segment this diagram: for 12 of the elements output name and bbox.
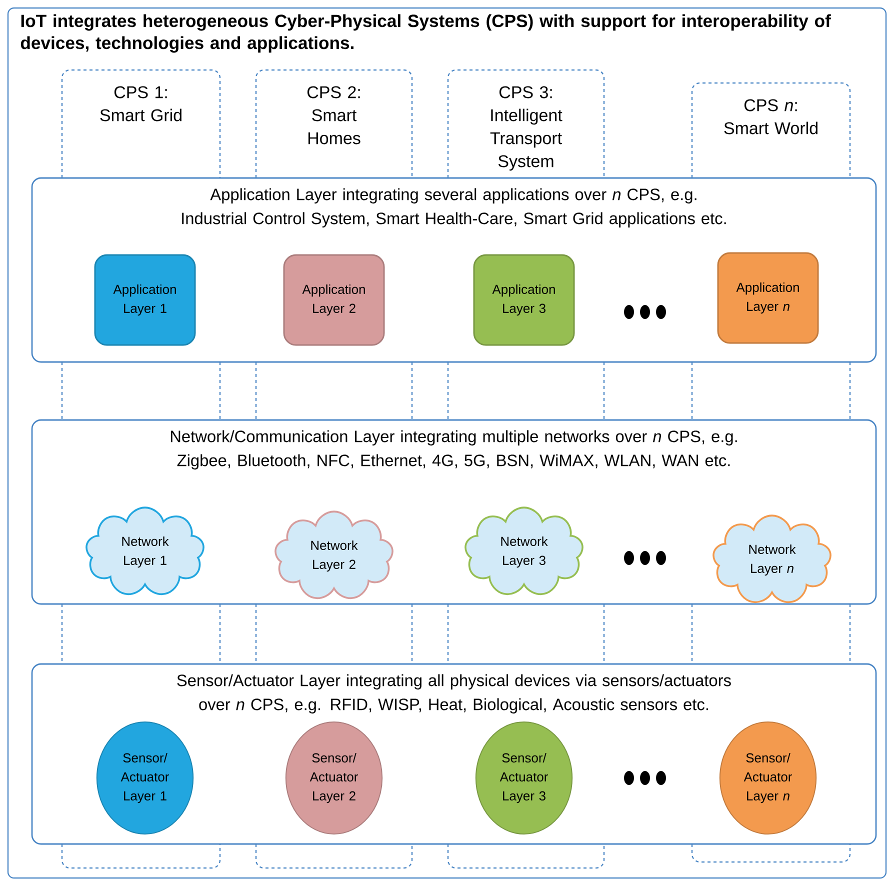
application-box: Application Layer n xyxy=(717,252,819,344)
application-box: Application Layer 2 xyxy=(283,254,385,346)
dashed-column-header: CPS 2: Smart Homes xyxy=(255,69,413,178)
dashed-column-header: CPS n: Smart World xyxy=(691,82,851,178)
dashed-column-header: CPS 1: Smart Grid xyxy=(61,69,221,178)
network-cloud: Network Layer 2 xyxy=(274,510,394,600)
application-box: Application Layer 1 xyxy=(94,254,196,346)
network-cloud: Network Layer 3 xyxy=(464,506,584,596)
network-cloud: Network Layer 1 xyxy=(86,506,204,596)
dashed-column-header: CPS 3: Intelligent Transport System xyxy=(447,69,605,178)
application-box: Application Layer 3 xyxy=(473,254,575,346)
network-cloud: Network Layer n xyxy=(712,514,832,604)
